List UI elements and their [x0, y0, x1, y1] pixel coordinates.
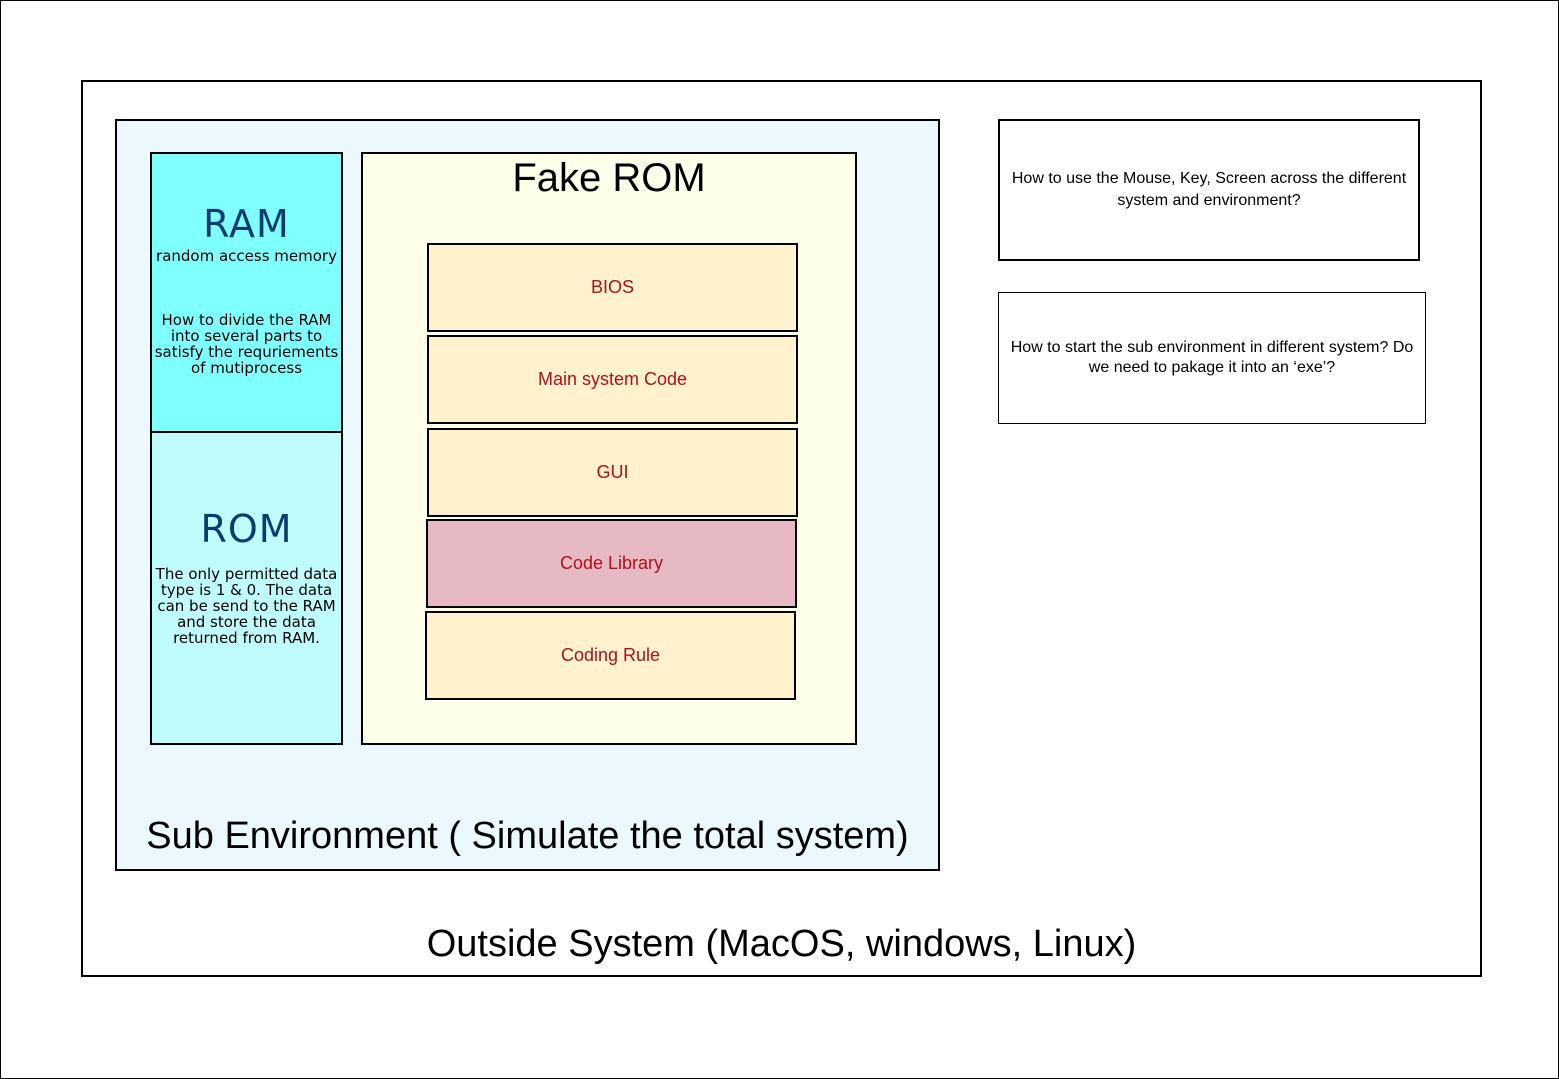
outside-system-label: Outside System (MacOS, windows, Linux) [426, 923, 1137, 965]
note-start-sub-environment: How to start the sub environment in diff… [998, 292, 1426, 424]
ram-subtitle: random access memory [156, 247, 337, 265]
ram-box [150, 152, 343, 433]
fake-rom-title: Fake ROM [512, 156, 706, 200]
fake-rom-layer-bios: BIOS [427, 243, 798, 332]
fake-rom-layer-main-system-code: Main system Code [427, 335, 798, 424]
fake-rom-layer-code-library: Code Library [426, 519, 797, 608]
rom-title: ROM [200, 507, 293, 551]
fake-rom-layer-coding-rule: Coding Rule [425, 611, 796, 700]
fake-rom-layer-gui: GUI [427, 428, 798, 517]
rom-description: The only permitted data type is 1 & 0. T… [155, 565, 338, 647]
ram-description: How to divide the RAM into several parts… [154, 311, 339, 377]
ram-title: RAM [203, 202, 290, 246]
sub-environment-label: Sub Environment ( Simulate the total sys… [146, 815, 909, 857]
note-io-devices: How to use the Mouse, Key, Screen across… [998, 119, 1420, 261]
rom-box [150, 431, 343, 745]
